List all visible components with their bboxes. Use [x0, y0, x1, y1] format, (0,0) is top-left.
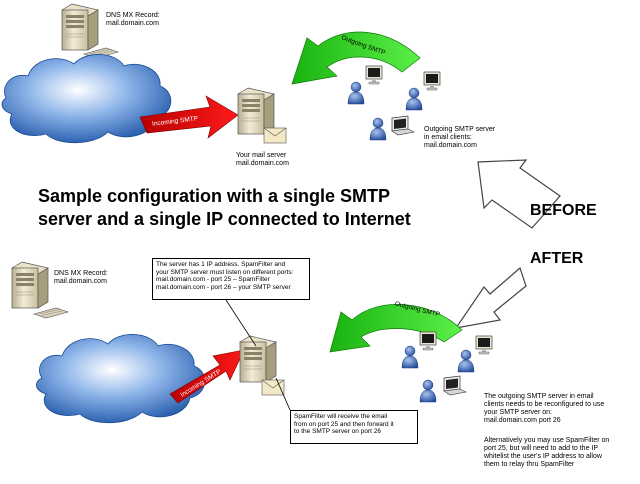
dns-server-icon [11, 261, 49, 309]
dns-record-title: DNS MX Record: [54, 270, 108, 277]
mail-server-title: Your mail server [236, 152, 287, 159]
client-laptop-icon [391, 115, 415, 136]
client-desktop-icon [423, 71, 441, 91]
dns-record-label: DNS MX Record: mail.domain.com [106, 12, 160, 28]
mail-server-host: mail.domain.com [236, 160, 289, 167]
client-desktop-icon [365, 65, 383, 85]
spamfilter-note-callout-line [275, 377, 291, 411]
internet-cloud-icon [1, 54, 172, 144]
mail-server-icon [239, 335, 277, 383]
after-pointer-arrow-icon [454, 266, 527, 329]
clients-smtp-note: Outgoing SMTP server in email clients: m… [424, 126, 496, 149]
outgoing-smtp-arrow-icon [291, 31, 421, 85]
dns-record-label: DNS MX Record: mail.domain.com [54, 270, 108, 286]
outgoing-smtp-arrow-icon [329, 304, 463, 353]
before-pointer-arrow-icon [477, 159, 561, 229]
client-person-icon [419, 379, 437, 403]
dns-record-host: mail.domain.com [106, 20, 159, 27]
client-person-icon [401, 345, 419, 369]
client-desktop-icon [475, 335, 493, 355]
dns-server-icon [61, 3, 99, 51]
dns-keyboard-icon [33, 307, 69, 319]
before-label: BEFORE [530, 202, 597, 219]
dns-record-host: mail.domain.com [54, 278, 107, 285]
spamfilter-note: SpamFilter will receive the email from o… [290, 410, 418, 444]
client-laptop-icon [443, 375, 467, 396]
internet-cloud-icon [36, 334, 206, 424]
page-title: Sample configuration with a single SMTP … [38, 186, 411, 229]
client-person-icon [369, 117, 387, 141]
server-ports-note: The server has 1 IP address. SpamFilter … [152, 258, 310, 300]
client-person-icon [405, 87, 423, 111]
client-desktop-icon [419, 331, 437, 351]
client-person-icon [457, 349, 475, 373]
incoming-smtp-arrow-icon [169, 349, 245, 404]
dns-record-title: DNS MX Record: [106, 12, 160, 19]
mail-server-label: Your mail server mail.domain.com [236, 152, 289, 168]
incoming-smtp-arrow-icon [139, 95, 239, 139]
after-label: AFTER [530, 250, 584, 267]
clients-reconfigure-note: The outgoing SMTP server in email client… [484, 393, 605, 424]
server-note-callout-line [225, 299, 257, 347]
client-person-icon [347, 81, 365, 105]
mail-server-icon [237, 87, 275, 135]
alternative-note: Alternatively you may use SpamFilter on … [484, 437, 610, 468]
